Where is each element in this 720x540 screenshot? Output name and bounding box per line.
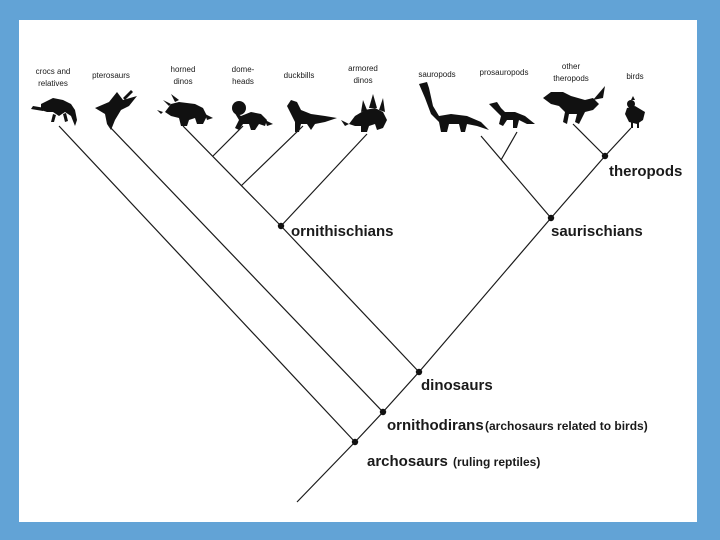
slide-canvas: crocs and relatives pterosaurs horned di… xyxy=(19,20,697,522)
prosauropods-branch xyxy=(500,131,518,161)
crocs-branch xyxy=(58,125,356,443)
horned-dinos-branch xyxy=(182,125,282,227)
ornithodirans-note: (archosaurs related to birds) xyxy=(485,419,648,433)
theropod-silhouette-icon xyxy=(543,86,605,124)
ornithischian-stem-branch xyxy=(280,225,420,373)
saurischian-stem-branch xyxy=(418,217,552,373)
ornithodiran-stem-branch xyxy=(354,411,384,443)
dinosaurs-label: dinosaurs xyxy=(421,377,493,394)
svg-text:birds: birds xyxy=(626,72,643,81)
trunk-branch xyxy=(296,441,356,503)
horned-domehead-node-branch xyxy=(212,125,244,157)
svg-text:other: other xyxy=(562,62,581,71)
theropods-stem-branch xyxy=(550,155,606,219)
svg-text:armored: armored xyxy=(348,64,378,73)
theropods-node xyxy=(601,152,609,160)
svg-text:prosauropods: prosauropods xyxy=(480,68,529,77)
taxon-label-duckbills: duckbills xyxy=(284,71,315,80)
svg-text:duckbills: duckbills xyxy=(284,71,315,80)
taxon-label-domeheads: dome- heads xyxy=(232,65,255,86)
armored-dinos-branch xyxy=(280,133,368,227)
cladogram-branches xyxy=(58,123,632,503)
triceratops-silhouette-icon xyxy=(157,94,213,126)
svg-text:crocs and: crocs and xyxy=(36,67,71,76)
taxon-label-other-theropods: other theropods xyxy=(553,62,589,83)
svg-text:dome-: dome- xyxy=(232,65,255,74)
hadrosaur-silhouette-icon xyxy=(287,100,337,132)
stegosaur-silhouette-icon xyxy=(341,94,387,132)
svg-text:horned: horned xyxy=(171,65,196,74)
taxon-label-sauropods: sauropods xyxy=(418,70,455,79)
taxon-label-pterosaurs: pterosaurs xyxy=(92,71,130,80)
svg-text:theropods: theropods xyxy=(553,74,589,83)
prosauropod-silhouette-icon xyxy=(489,102,535,128)
taxon-label-armored-dinos: armored dinos xyxy=(348,64,378,85)
ornithodirans-label: ornithodirans xyxy=(387,417,484,434)
pterosaur-silhouette-icon xyxy=(95,90,137,130)
birds-branch xyxy=(604,127,632,157)
svg-text:dinos: dinos xyxy=(173,77,192,86)
taxon-label-crocs: crocs and relatives xyxy=(36,67,71,88)
duckbills-branch xyxy=(240,125,304,187)
taxon-label-horned-dinos: horned dinos xyxy=(171,65,196,86)
dinosaur-stem-branch xyxy=(382,371,420,413)
svg-text:pterosaurs: pterosaurs xyxy=(92,71,130,80)
crocodile-silhouette-icon xyxy=(31,98,77,126)
pachycephalosaur-silhouette-icon xyxy=(232,101,273,130)
dinosaurs-node xyxy=(415,368,423,376)
saurischians-label: saurischians xyxy=(551,223,643,240)
archosaurs-note: (ruling reptiles) xyxy=(453,455,540,469)
ornithischians-node xyxy=(277,222,285,230)
svg-text:relatives: relatives xyxy=(38,79,68,88)
taxon-label-birds: birds xyxy=(626,72,643,81)
ornithischians-label: ornithischians xyxy=(291,223,394,240)
saurischians-node xyxy=(547,214,555,222)
sauropod-silhouette-icon xyxy=(419,82,489,132)
sauropodomorph-branch xyxy=(480,135,552,219)
pterosaurs-branch xyxy=(108,125,384,413)
svg-text:heads: heads xyxy=(232,77,254,86)
cladogram: crocs and relatives pterosaurs horned di… xyxy=(31,62,682,503)
theropods-label: theropods xyxy=(609,163,682,180)
svg-text:dinos: dinos xyxy=(353,76,372,85)
taxon-label-prosauropods: prosauropods xyxy=(480,68,529,77)
other-theropods-branch xyxy=(572,123,606,157)
archosaurs-label: archosaurs xyxy=(367,453,448,470)
ornithodirans-node xyxy=(379,408,387,416)
archosaurs-node xyxy=(351,438,359,446)
bird-silhouette-icon xyxy=(625,96,645,128)
svg-text:sauropods: sauropods xyxy=(418,70,455,79)
